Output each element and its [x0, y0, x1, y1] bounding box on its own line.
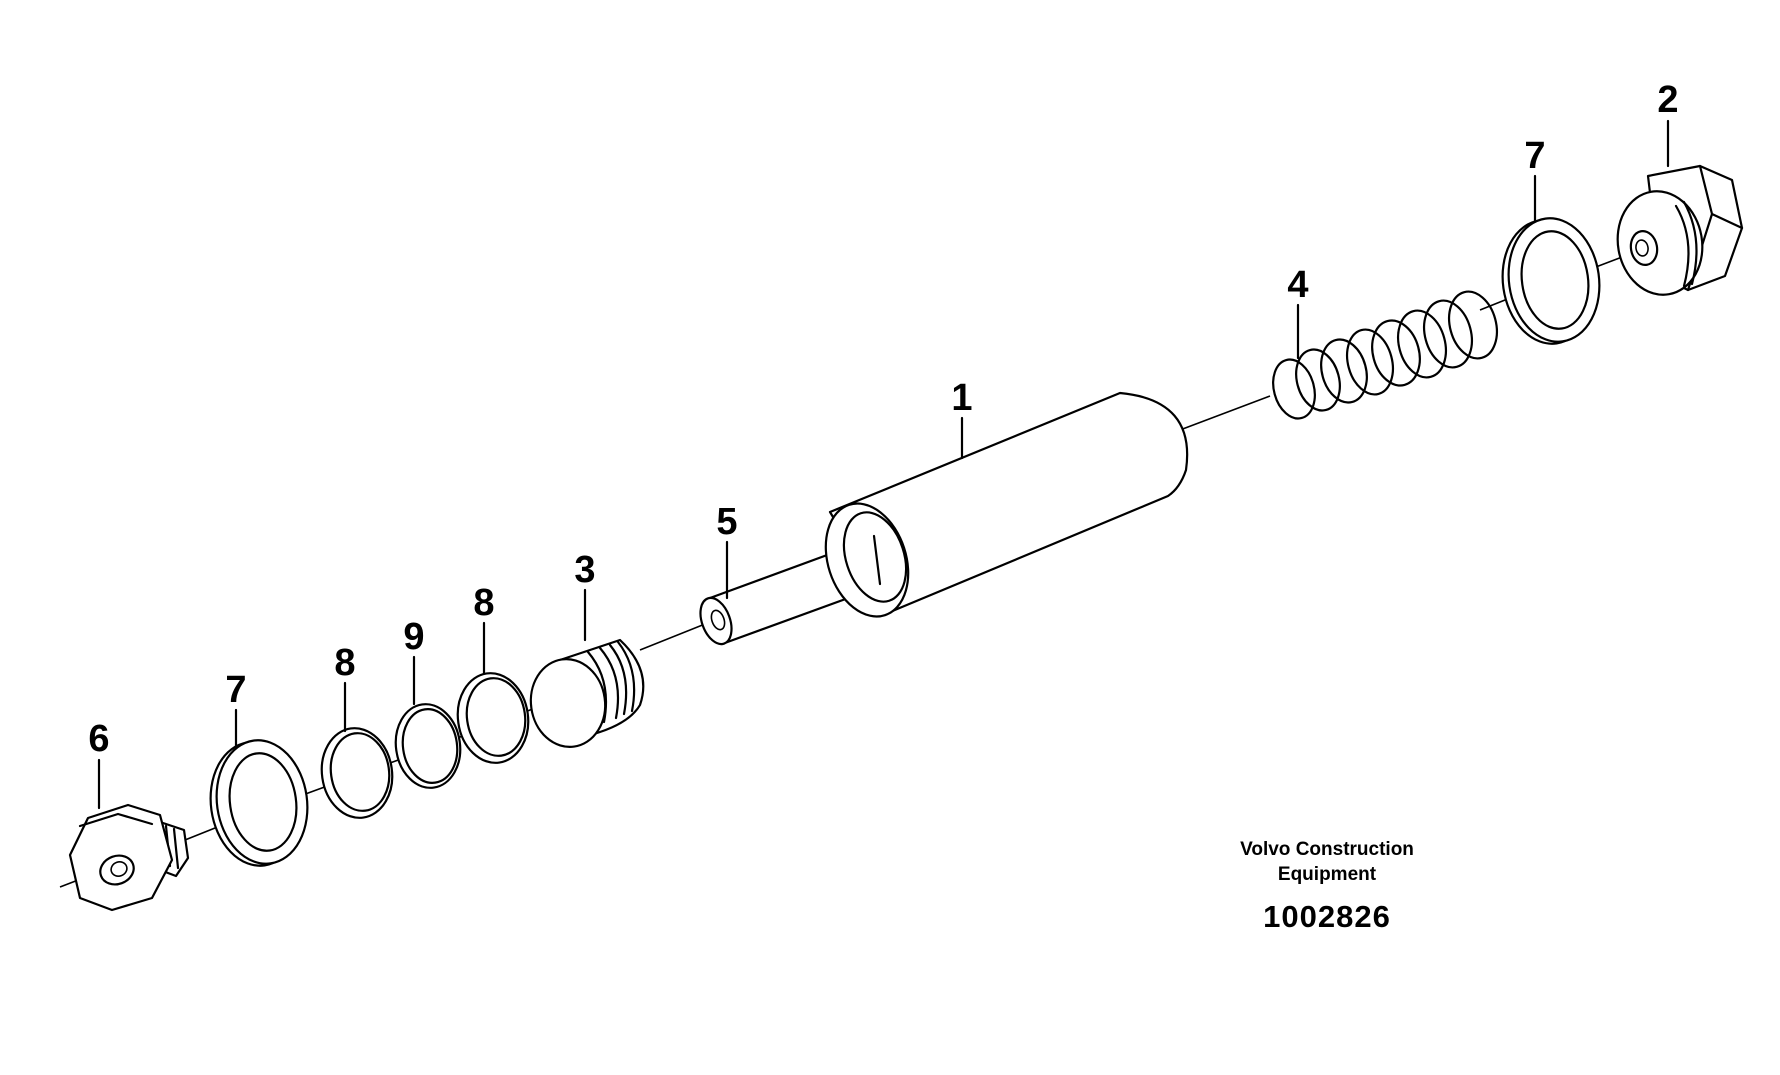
callout-labels: 1 2 3 4 5 6 7 7 8 8 9: [88, 79, 1678, 760]
part-2-hex-plug[interactable]: [1610, 164, 1744, 302]
part-9-o-ring[interactable]: [390, 700, 465, 792]
part-8-o-ring-right[interactable]: [452, 669, 534, 768]
callout-8-left: 8: [334, 642, 355, 684]
part-6-hex-plug[interactable]: [68, 803, 190, 912]
callout-8-right: 8: [473, 582, 494, 624]
part-8-o-ring-left[interactable]: [316, 724, 398, 823]
callout-9: 9: [403, 616, 424, 658]
drawing-number: 1002826: [1263, 899, 1391, 934]
callout-1: 1: [951, 377, 972, 419]
part-7-seal-washer-right[interactable]: [1495, 212, 1607, 349]
company-name-line2: Equipment: [1278, 864, 1377, 885]
part-3-piston[interactable]: [525, 638, 645, 752]
leader-lines: [97, 119, 1670, 810]
part-1-valve-housing[interactable]: [812, 391, 1189, 627]
part-4-spring[interactable]: [1267, 286, 1504, 423]
callout-7-right: 7: [1524, 135, 1545, 177]
callout-3: 3: [574, 549, 595, 591]
callout-6: 6: [88, 718, 109, 760]
callout-4: 4: [1287, 264, 1308, 306]
callout-7-left: 7: [225, 669, 246, 711]
title-block: Volvo Construction Equipment 1002826: [1240, 839, 1414, 934]
callout-5: 5: [716, 501, 737, 543]
company-name-line1: Volvo Construction: [1240, 839, 1414, 860]
part-7-seal-washer-left[interactable]: [203, 734, 315, 871]
callout-2: 2: [1657, 79, 1678, 121]
